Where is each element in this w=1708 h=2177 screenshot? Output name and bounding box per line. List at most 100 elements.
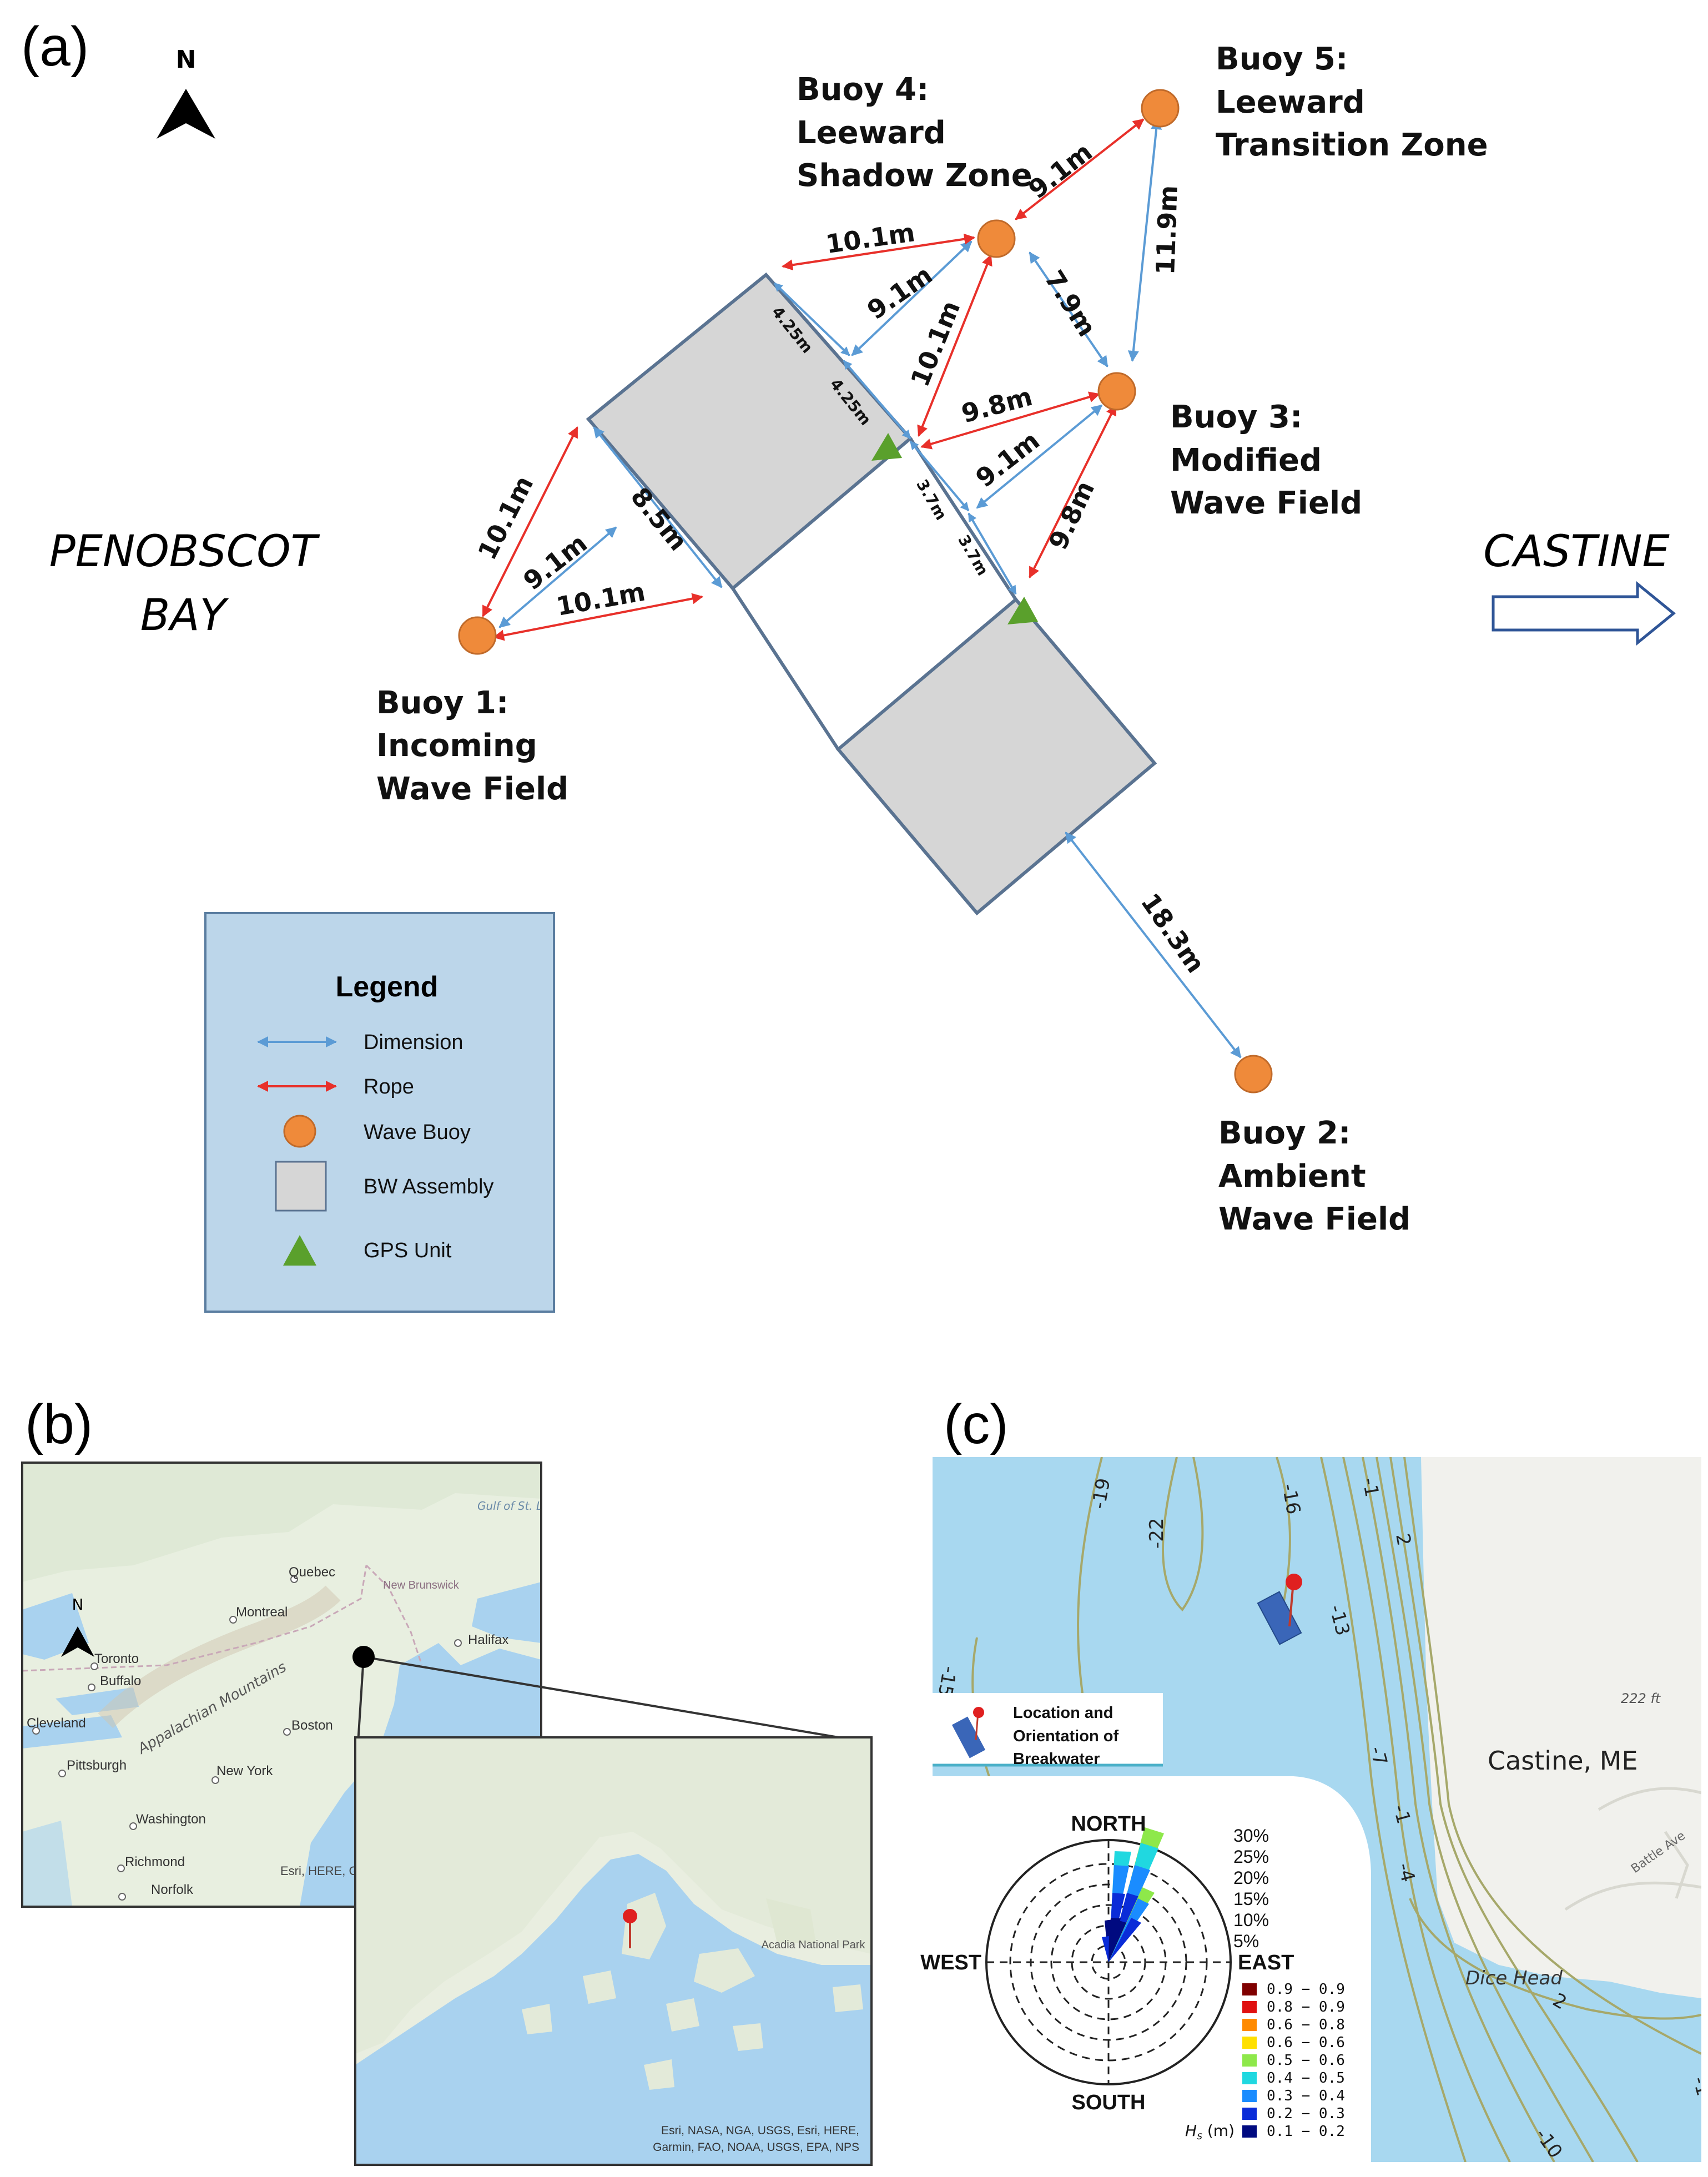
place-pittsburgh: Pittsburgh [67,1758,127,1773]
place-washington: Washington [136,1812,206,1827]
panel-c: (c) -19 -22 -16 -1 2 [920,1393,1701,2162]
north-arrow-icon [157,89,215,139]
panel-b: (b) Quebec Montreal [21,1393,873,2166]
ring-30: 30% [1233,1826,1269,1846]
buoy-4-marker [977,219,1016,258]
contour-label-15: -15 [933,1664,960,1699]
ring-5: 5% [1233,1931,1259,1951]
bin-swatch-6 [1242,2090,1257,2102]
ring-15: 15% [1233,1889,1269,1909]
buoy-5-line3: Transition Zone [1216,127,1488,163]
rose-south: SOUTH [1072,2091,1146,2114]
regional-map: Quebec Montreal Toronto Buffalo Clevelan… [22,1463,590,1907]
buoy-5-title: Buoy 5: [1216,41,1348,77]
ring-10: 10% [1233,1910,1269,1930]
place-cleveland: Cleveland [27,1716,86,1731]
ring-20: 20% [1233,1868,1269,1888]
legend-assembly-icon [275,1161,327,1212]
dim-b5-b3 [1127,118,1162,362]
rose-north: NORTH [1071,1812,1146,1836]
buoy-1-line3: Wave Field [376,771,568,807]
bin-label-0: 0.9 − 0.9 [1267,1981,1345,1998]
elevation-label: 222 ft [1621,1691,1661,1706]
meas-b3-rope: 9.8m [958,381,1035,429]
legend-gps-icon [283,1235,316,1266]
location-dot [352,1646,375,1668]
penobscot-label-2: BAY [140,591,229,641]
attribution-small: Esri, HERE, G [280,1864,359,1878]
legend-item-dimension: Dimension [364,1031,463,1054]
bw-assembly-1 [586,272,913,591]
buoy-4-title: Buoy 4: [797,72,929,108]
regional-map-frame [21,1462,542,1908]
east-arrow-icon [1492,581,1676,646]
meas-b1-up: 10.1m [472,471,539,565]
bin-label-6: 0.3 − 0.4 [1267,2088,1345,2104]
bathymetry-map: -19 -22 -16 -1 2 -13 -15 -7 -1 -4 2 -10 … [933,1457,1701,2162]
rope-b4-left [782,233,975,271]
legend-item-gps: GPS Unit [364,1239,452,1262]
castine-label: CASTINE [1483,527,1670,577]
buoy-2-marker [1234,1055,1273,1093]
breakwater-pin-icon [623,1909,637,1923]
place-gulf: Gulf of St. Lawrence [477,1499,590,1513]
bin-label-4: 0.5 − 0.6 [1267,2052,1345,2069]
bw-assembly-2 [835,597,1157,916]
dim-b4-b3 [1029,251,1109,367]
town-label: Castine, ME [1488,1746,1638,1776]
inset-map-frame [354,1736,873,2166]
bin-swatch-8 [1242,2125,1257,2138]
place-halifax: Halifax [468,1632,508,1647]
dim-bw-side [593,426,723,588]
buoy-5-line2: Leeward [1216,84,1365,120]
place-boston: Boston [291,1718,333,1733]
rope-b3 [920,391,1100,450]
dim-gap-2 [843,360,911,440]
buoy-3-marker [1097,372,1136,411]
legend-item-buoy: Wave Buoy [364,1121,471,1144]
buoy-4-line2: Leeward [797,115,946,151]
panel-a: (a) N PENOBSCOT BAY CASTINE [21,16,1676,1313]
buoy-2-line3: Wave Field [1218,1201,1410,1237]
meas-b4-b3: 7.9m [1039,265,1102,341]
rose-east: EAST [1238,1951,1294,1974]
meas-b3-down: 9.8m [1043,476,1101,554]
legend-pin-icon [973,1707,984,1718]
rose-axis-label: Hs (m) [1185,2121,1235,2142]
legend: Legend Dimension Rope Wave Buoy BW Assem… [204,912,555,1313]
gps-unit-1 [871,433,902,461]
buoy-4-line3: Shadow Zone [797,158,1032,194]
bin-label-8: 0.1 − 0.2 [1267,2123,1345,2140]
buoy-3-title: Buoy 3: [1170,399,1302,435]
meas-b5-b3: 11.9m [1150,185,1183,275]
rope-b1-right [493,593,703,641]
attribution-inset-1: Esri, NASA, NGA, USGS, Esri, HERE, [661,2124,859,2137]
bin-swatch-7 [1242,2108,1257,2120]
bin-label-3: 0.6 − 0.6 [1267,2034,1345,2051]
place-quebec: Quebec [289,1565,335,1580]
buoy-5-marker [1141,89,1180,128]
rose-petals [1102,1827,1164,1962]
meas-b4-down: 10.1m [905,296,966,391]
bin-swatch-1 [1242,2001,1257,2013]
meas-b4-diag: 9.1m [861,260,938,325]
place-acadia: Acadia National Park [762,1939,866,1951]
bin-swatch-3 [1242,2037,1257,2049]
buoy-1-marker [458,616,497,655]
rope-b4-b5 [1015,118,1145,220]
place-montreal: Montreal [236,1605,288,1620]
breakwater-label-3: Breakwater [1013,1750,1100,1768]
bin-swatch-0 [1242,1983,1257,1995]
dim-gap-4 [968,512,1017,595]
gps-unit-2 [1007,597,1038,624]
meas-b4-b5: 9.1m [1023,137,1098,204]
penobscot-label-1: PENOBSCOT [49,527,320,577]
zoom-line-1 [357,1656,365,1743]
inset-map: Acadia National Park Esri, NASA, NGA, US… [355,1737,871,2165]
map-north-label: N [72,1595,84,1614]
meas-b1-mid: 9.1m [518,528,593,596]
bin-label-2: 0.6 − 0.8 [1267,2017,1345,2033]
place-richmond: Richmond [125,1855,185,1869]
bin-label-1: 0.8 − 0.9 [1267,1999,1345,2015]
